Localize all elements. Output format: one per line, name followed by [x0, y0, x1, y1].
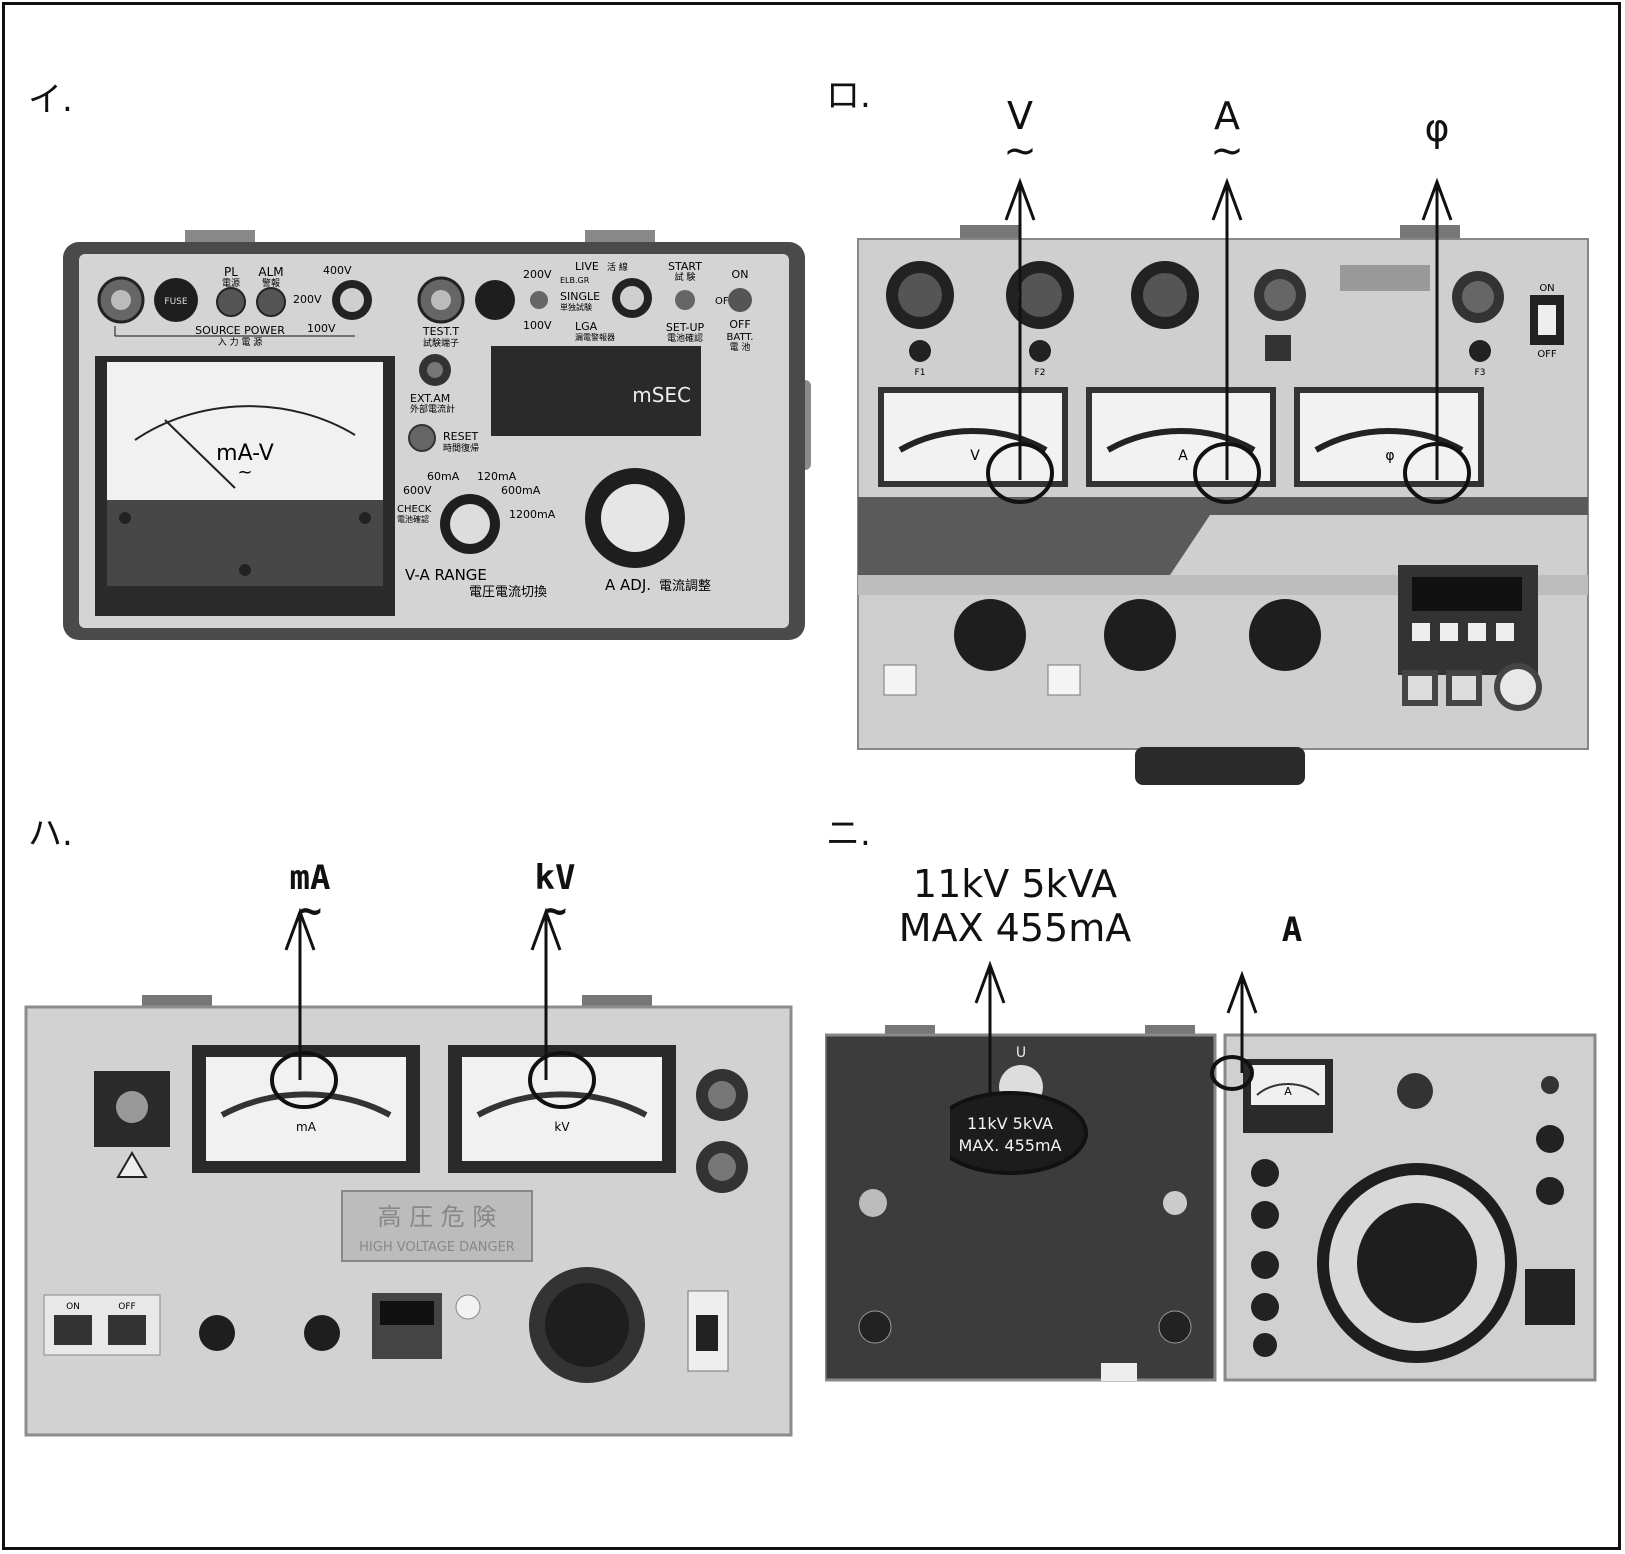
ni-spec-line2: MAX 455mA	[898, 906, 1132, 950]
ha-meter-kv: kV	[554, 1120, 570, 1134]
ni-plate-line2: MAX. 455mA	[959, 1136, 1062, 1155]
ni-spec-callout: 11kV 5kVA MAX 455mA	[885, 862, 1145, 950]
ro-off-text: OFF	[1537, 349, 1557, 360]
ha-meter-ma: mA	[296, 1120, 317, 1134]
label-i: イ.	[28, 80, 73, 120]
fuse-text: FUSE	[164, 297, 187, 307]
ha-callout-kv-tilde: ~	[542, 888, 568, 934]
ro-meter-a: A	[1178, 448, 1188, 464]
ro-callout-v-symbol: V	[1007, 94, 1033, 138]
meter-i-unit: mA-V	[216, 441, 274, 466]
ha-callout-kv: kV ~	[510, 858, 600, 934]
label-ro: ロ.	[826, 76, 871, 116]
ha-callout-ma-symbol: mA	[289, 858, 331, 898]
ha-callout-ma: mA ~	[265, 858, 355, 934]
check-jp-text: 電池確認	[397, 514, 429, 524]
panel-ro-tester: ON OFF F1 F2 F3 V A φ	[857, 225, 1589, 785]
ni-callout-arrows: 11kV 5kVA MAX. 455mA	[950, 960, 1258, 1175]
ha-off-text: OFF	[118, 1302, 135, 1312]
setup-jp-text: 電池確認	[667, 332, 703, 344]
meter-i-tilde: ~	[237, 462, 252, 483]
batt-jp-text: 電 池	[730, 341, 751, 353]
ni-u-text: U	[1016, 1045, 1026, 1061]
f3-text: F3	[1475, 368, 1486, 378]
ni-meter-a: A	[1284, 1085, 1292, 1098]
batt-text: BATT.	[727, 332, 754, 343]
elr-text: ELB.GR	[560, 276, 590, 285]
ro-meter-phi: φ	[1385, 448, 1394, 464]
ro-callout-a-symbol: A	[1214, 94, 1240, 138]
danger-en-text: HIGH VOLTAGE DANGER	[359, 1240, 515, 1255]
label-ni: ニ.	[826, 814, 871, 854]
f1-text: F1	[915, 368, 926, 378]
ni-callout-a: A	[1262, 912, 1322, 948]
a-adj-text: A ADJ.	[605, 576, 651, 594]
single-text: SINGLE	[560, 290, 600, 303]
v600-text: 600V	[403, 484, 432, 497]
va-range-jp-text: 電圧電流切換	[469, 585, 547, 600]
ext-am-text: EXT.AM	[410, 392, 450, 405]
danger-jp-text: 高 圧 危 険	[378, 1203, 497, 1231]
a-adj-jp-text: 電流調整	[659, 579, 711, 594]
alm-text: ALM	[258, 265, 283, 279]
off-batt-text: OFF	[729, 318, 750, 331]
ha-callout-ma-tilde: ~	[297, 888, 323, 934]
on-text: ON	[732, 268, 749, 281]
lga-text: LGA	[575, 320, 598, 333]
alm-jp-text: 警報	[262, 277, 280, 289]
ro-callout-v: V ~	[985, 94, 1055, 174]
ma60-text: 60mA	[427, 470, 460, 483]
label-ha: ハ.	[28, 814, 73, 854]
start-jp-text: 試 験	[675, 271, 696, 283]
test-t-jp-text: 試験端子	[423, 337, 459, 349]
setup-text: SET-UP	[666, 321, 705, 334]
reset-jp-text: 時間復帰	[443, 442, 479, 454]
pl-text: PL	[224, 265, 238, 279]
test-t-text: TEST.T	[422, 325, 460, 338]
ni-callout-a-symbol: A	[1281, 910, 1303, 950]
off-text: OFF	[715, 296, 735, 307]
lga-jp-text: 漏電警報器	[575, 332, 615, 342]
check-text: CHECK	[397, 504, 432, 515]
ni-plate-line1: 11kV 5kVA	[967, 1114, 1053, 1133]
v100b-text: 100V	[523, 319, 552, 332]
live-text: LIVE	[575, 260, 599, 273]
ro-callout-phi: φ	[1402, 108, 1472, 148]
source-power-text: SOURCE POWER	[195, 324, 285, 337]
v200-text: 200V	[293, 293, 322, 306]
panel-i-tester: FUSE PL 電源 ALM 警報 400V 200V 100V SOURCE …	[63, 230, 811, 640]
ro-callout-a-tilde: ~	[1210, 128, 1244, 174]
live-jp-text: 活 線	[607, 261, 628, 273]
v100-text: 100V	[307, 322, 336, 335]
ro-callout-v-tilde: ~	[1003, 128, 1037, 174]
v200b-text: 200V	[523, 268, 552, 281]
msec-text: mSEC	[632, 383, 691, 407]
ro-meter-v: V	[970, 448, 980, 464]
single-jp-text: 単独試験	[560, 302, 592, 312]
ext-am-jp-text: 外部電流計	[410, 403, 455, 415]
ha-callout-arrows	[270, 907, 596, 1109]
ma1200-text: 1200mA	[509, 508, 556, 521]
ha-on-text: ON	[66, 1302, 80, 1312]
ni-spec-line1: 11kV 5kVA	[912, 862, 1118, 906]
reset-text: RESET	[443, 430, 479, 443]
ro-callout-a: A ~	[1192, 94, 1262, 174]
ha-callout-kv-symbol: kV	[534, 858, 576, 898]
source-power-jp-text: 入 力 電 源	[218, 336, 263, 348]
pl-jp-text: 電源	[222, 278, 240, 289]
ma600-text: 600mA	[501, 484, 541, 497]
f2-text: F2	[1035, 368, 1046, 378]
ma120-text: 120mA	[477, 470, 517, 483]
ro-callout-phi-symbol: φ	[1424, 106, 1450, 150]
start-text: START	[668, 260, 702, 273]
va-range-text: V-A RANGE	[405, 566, 487, 584]
v400-text: 400V	[323, 264, 352, 277]
ro-on-text: ON	[1539, 283, 1554, 294]
ro-callout-arrows	[986, 177, 1471, 504]
